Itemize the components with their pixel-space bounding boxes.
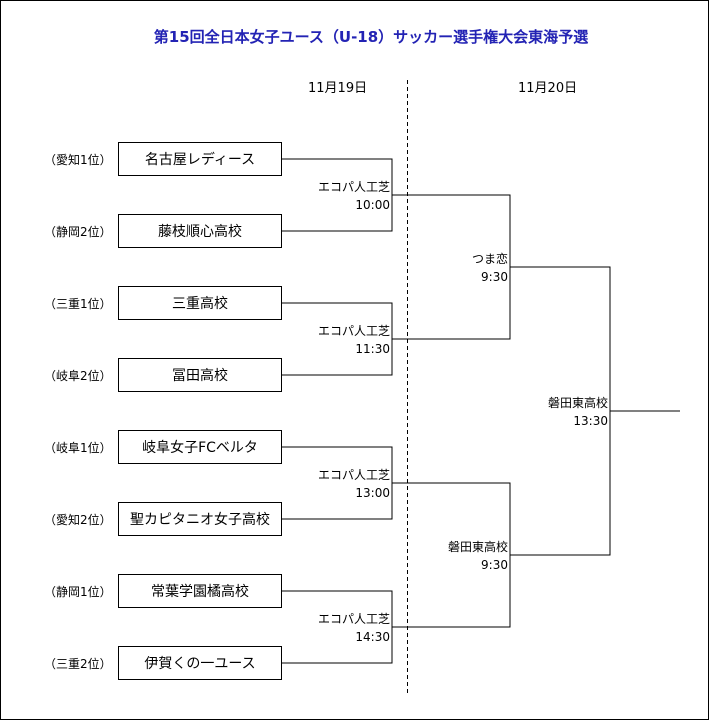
match-time: 10:00 — [355, 198, 390, 212]
team-box: 藤枝順心高校 — [118, 214, 282, 248]
team-seed: （静岡1位） — [44, 585, 112, 599]
match-venue-r1: エコパ人工芝 13:00 — [318, 466, 390, 502]
venue-name: 磐田東高校 — [547, 396, 608, 410]
venue-name: エコパ人工芝 — [317, 612, 390, 626]
team-seed: （愛知2位） — [44, 513, 112, 527]
match-time: 13:00 — [355, 486, 390, 500]
team-box: 冨田高校 — [118, 358, 282, 392]
match-venue-r1: エコパ人工芝 11:30 — [318, 322, 390, 358]
team-seed: （静岡2位） — [44, 225, 112, 239]
team-box: 名古屋レディース — [118, 142, 282, 176]
team-box: 常葉学園橘高校 — [118, 574, 282, 608]
venue-name: エコパ人工芝 — [317, 468, 390, 482]
venue-name: エコパ人工芝 — [317, 180, 390, 194]
team-seed: （岐阜2位） — [44, 369, 112, 383]
match-time: 9:30 — [481, 558, 508, 572]
match-time: 9:30 — [481, 270, 508, 284]
match-venue-r1: エコパ人工芝 10:00 — [318, 178, 390, 214]
venue-name: つま恋 — [471, 252, 508, 266]
team-seed: （三重1位） — [44, 297, 112, 311]
match-venue-r2: つま恋 9:30 — [472, 250, 508, 286]
team-box: 伊賀くの一ユース — [118, 646, 282, 680]
page-title: 第15回全日本女子ユース（U-18）サッカー選手権大会東海予選 — [153, 28, 589, 46]
match-venue-r2: 磐田東高校 9:30 — [448, 538, 508, 574]
team-seed: （岐阜1位） — [44, 441, 112, 455]
date-day2: 11月20日 — [518, 81, 578, 96]
team-seed: （三重2位） — [44, 657, 112, 671]
match-venue-final: 磐田東高校 13:30 — [548, 394, 608, 430]
venue-name: 磐田東高校 — [447, 540, 508, 554]
match-time: 13:30 — [573, 414, 608, 428]
date-day1: 11月19日 — [308, 81, 368, 96]
match-venue-r1: エコパ人工芝 14:30 — [318, 610, 390, 646]
match-time: 14:30 — [355, 630, 390, 644]
team-seed: （愛知1位） — [44, 153, 112, 167]
team-box: 聖カピタニオ女子高校 — [118, 502, 282, 536]
team-box: 三重高校 — [118, 286, 282, 320]
team-box: 岐阜女子FCベルタ — [118, 430, 282, 464]
venue-name: エコパ人工芝 — [317, 324, 390, 338]
match-time: 11:30 — [355, 342, 390, 356]
